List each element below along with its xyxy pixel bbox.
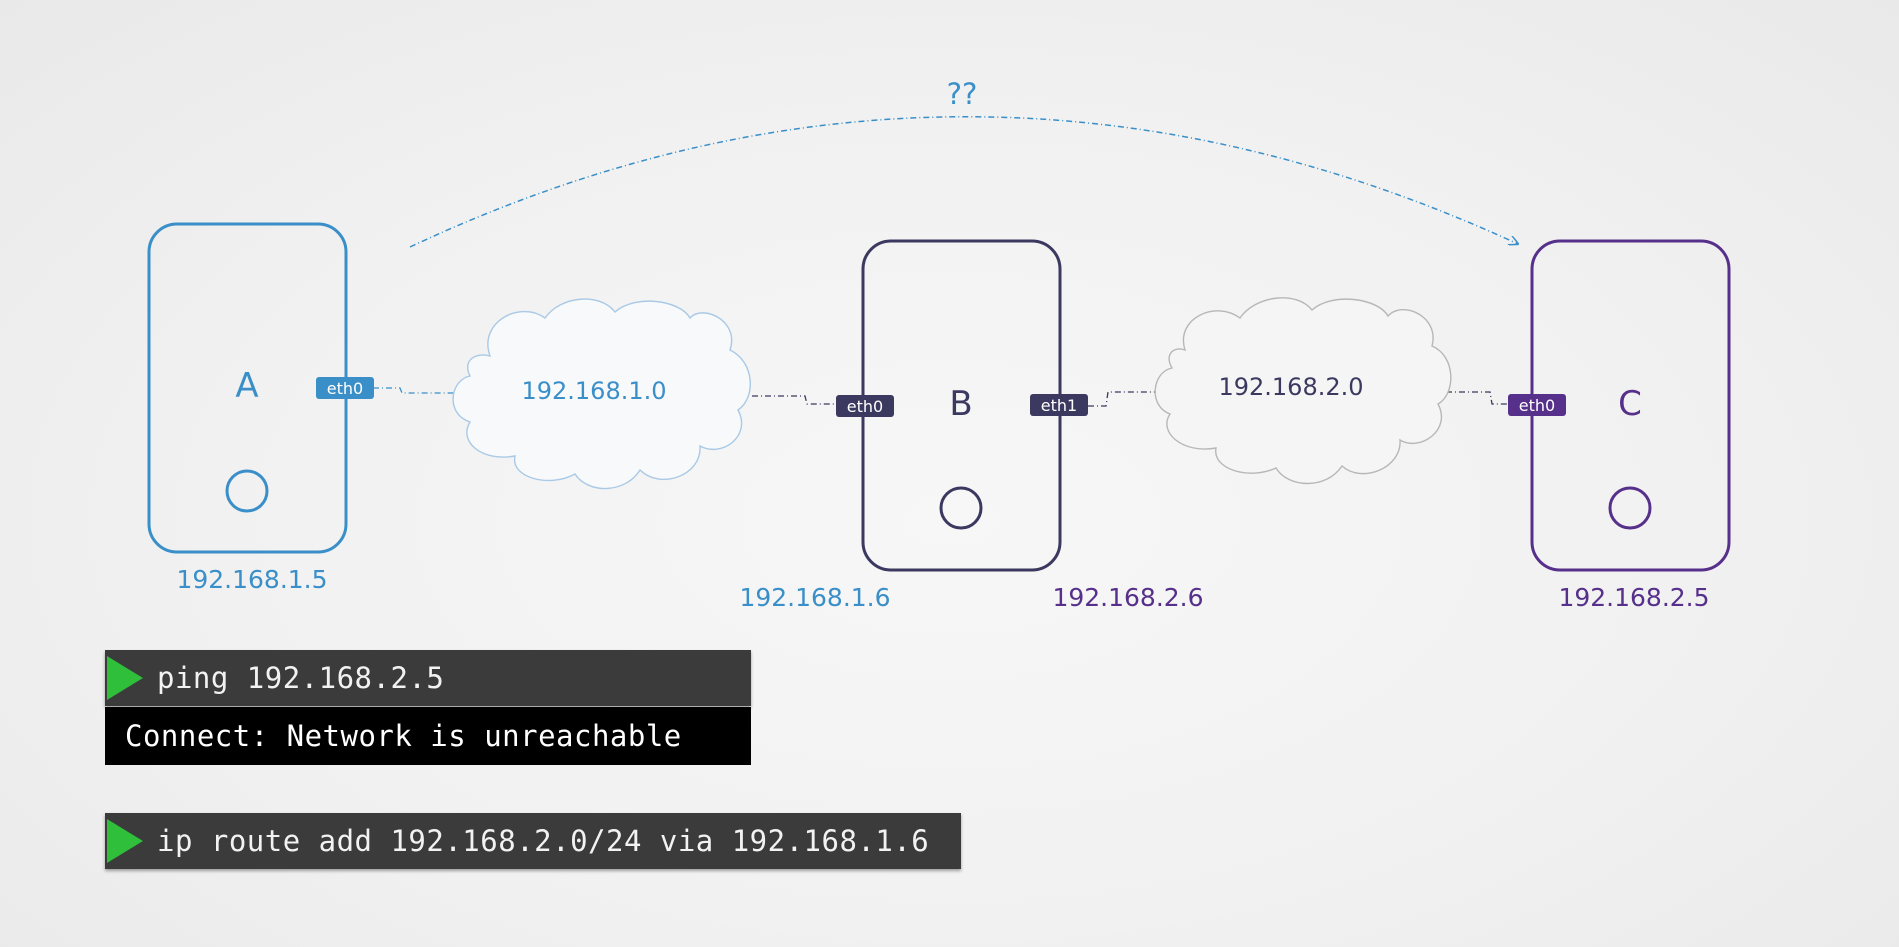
host-a-label: A [235, 366, 258, 406]
route-command-text: ip route add 192.168.2.0/24 via 192.168.… [157, 824, 930, 858]
cloud-shape [452, 298, 751, 490]
host-b-label: B [949, 384, 972, 424]
terminal-ping-output: Connect: Network is unreachable [105, 707, 751, 765]
link-net2-c [1446, 391, 1510, 405]
link-net1-b [752, 395, 840, 405]
terminal-ping-command: ping 192.168.2.5 [105, 650, 751, 706]
host-a-eth0-badge: eth0 [316, 377, 374, 399]
unknown-route-arrow [409, 116, 1518, 248]
host-c-eth0-badge: eth0 [1508, 394, 1566, 416]
network-cloud-192-168-1-0: 192.168.1.0 [452, 298, 751, 490]
host-a: A eth0 192.168.1.5 [147, 222, 374, 594]
ping-output-text: Connect: Network is unreachable [125, 719, 682, 753]
host-b-circle-icon [939, 486, 983, 530]
host-b-eth0-badge: eth0 [836, 395, 894, 417]
host-b-eth1-label: eth1 [1041, 396, 1077, 415]
host-a-circle-icon [225, 469, 269, 513]
host-c-circle-icon [1608, 486, 1652, 530]
network-label-192-168-1-0: 192.168.1.0 [521, 377, 666, 405]
host-c-ip: 192.168.2.5 [1558, 583, 1709, 612]
host-b-ip-left: 192.168.1.6 [739, 583, 890, 612]
network-cloud-192-168-2-0: 192.168.2.0 [1154, 297, 1452, 485]
host-c-eth0-label: eth0 [1519, 396, 1555, 415]
play-icon [107, 819, 143, 863]
play-icon [107, 656, 143, 700]
iface-badge-bg [836, 395, 894, 417]
cloud-shape [1154, 297, 1452, 485]
host-c: C eth0 192.168.2.5 [1508, 239, 1731, 612]
terminal-route-command: ip route add 192.168.2.0/24 via 192.168.… [105, 813, 961, 869]
host-b-eth1-badge: eth1 [1030, 394, 1088, 416]
network-label-192-168-2-0: 192.168.2.0 [1218, 373, 1363, 401]
iface-badge-bg [1508, 394, 1566, 416]
link-b-net2 [1088, 391, 1160, 407]
iface-badge-bg [316, 377, 374, 399]
host-b-ip-right: 192.168.2.6 [1052, 583, 1203, 612]
link-a-net1 [373, 387, 460, 394]
host-a-ip: 192.168.1.5 [176, 565, 327, 594]
unknown-route-label: ?? [947, 77, 978, 111]
host-b-eth0-label: eth0 [847, 397, 883, 416]
host-a-eth0-label: eth0 [327, 379, 363, 398]
host-c-label: C [1618, 384, 1642, 424]
ping-command-text: ping 192.168.2.5 [157, 661, 445, 695]
host-b: B eth0 eth1 192.168.1.6 192.168.2.6 [739, 239, 1204, 612]
iface-badge-bg [1030, 394, 1088, 416]
